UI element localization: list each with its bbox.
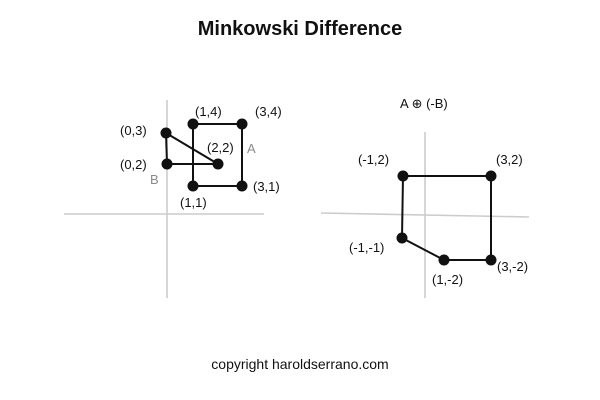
right-axes — [320, 132, 530, 298]
minkowski-edge-4 — [401, 237, 445, 261]
vertex-3_1 — [236, 180, 248, 192]
right-points: (-1,2) (3,2) (3,-2) (1,-2) (-1,-1) — [349, 152, 528, 287]
vertex-1_m2 — [438, 254, 450, 266]
vertex-label-m1_2: (-1,2) — [358, 152, 389, 167]
left-points: (1,1) (3,1) (3,4) (1,4) (0,2) (2,2) (0,3) — [120, 104, 282, 210]
set-b-label: B — [150, 172, 159, 187]
vertex-3_m2 — [485, 254, 497, 266]
vertex-m1_m1 — [396, 232, 408, 244]
vertex-0_3 — [160, 127, 172, 139]
vertex-label-3_m2: (3,-2) — [497, 259, 528, 274]
vertex-1_1 — [187, 180, 199, 192]
left-edges — [165, 123, 243, 187]
vertex-label-3_2: (3,2) — [496, 152, 523, 167]
vertex-0_2 — [161, 158, 173, 170]
diagram-title: Minkowski Difference — [197, 18, 403, 40]
vertex-label-1_1: (1,1) — [180, 195, 207, 210]
vertex-label-3_4: (3,4) — [255, 104, 282, 119]
vertex-2_2 — [212, 158, 224, 170]
vertex-label-m1_m1: (-1,-1) — [349, 240, 384, 255]
vertex-label-3_1: (3,1) — [253, 179, 280, 194]
right-edges — [401, 175, 492, 261]
vertex-3_2 — [485, 170, 497, 182]
vertex-label-1_4: (1,4) — [195, 104, 222, 119]
vertex-label-1_m2: (1,-2) — [432, 272, 463, 287]
minkowski-set-label: A ⊕ (-B) — [400, 96, 448, 111]
copyright-footer: copyright haroldserrano.com — [211, 356, 389, 372]
vertex-label-0_2: (0,2) — [120, 157, 147, 172]
vertex-1_4 — [187, 118, 199, 130]
shape-b-edge-2 — [165, 132, 219, 165]
set-a-label: A — [247, 141, 256, 156]
left-set-labels: A B — [150, 141, 256, 187]
vertex-label-0_3: (0,3) — [120, 123, 147, 138]
vertex-label-2_2: (2,2) — [207, 140, 234, 155]
minkowski-edge-5 — [401, 175, 404, 239]
vertex-m1_2 — [397, 170, 409, 182]
vertex-3_4 — [236, 118, 248, 130]
